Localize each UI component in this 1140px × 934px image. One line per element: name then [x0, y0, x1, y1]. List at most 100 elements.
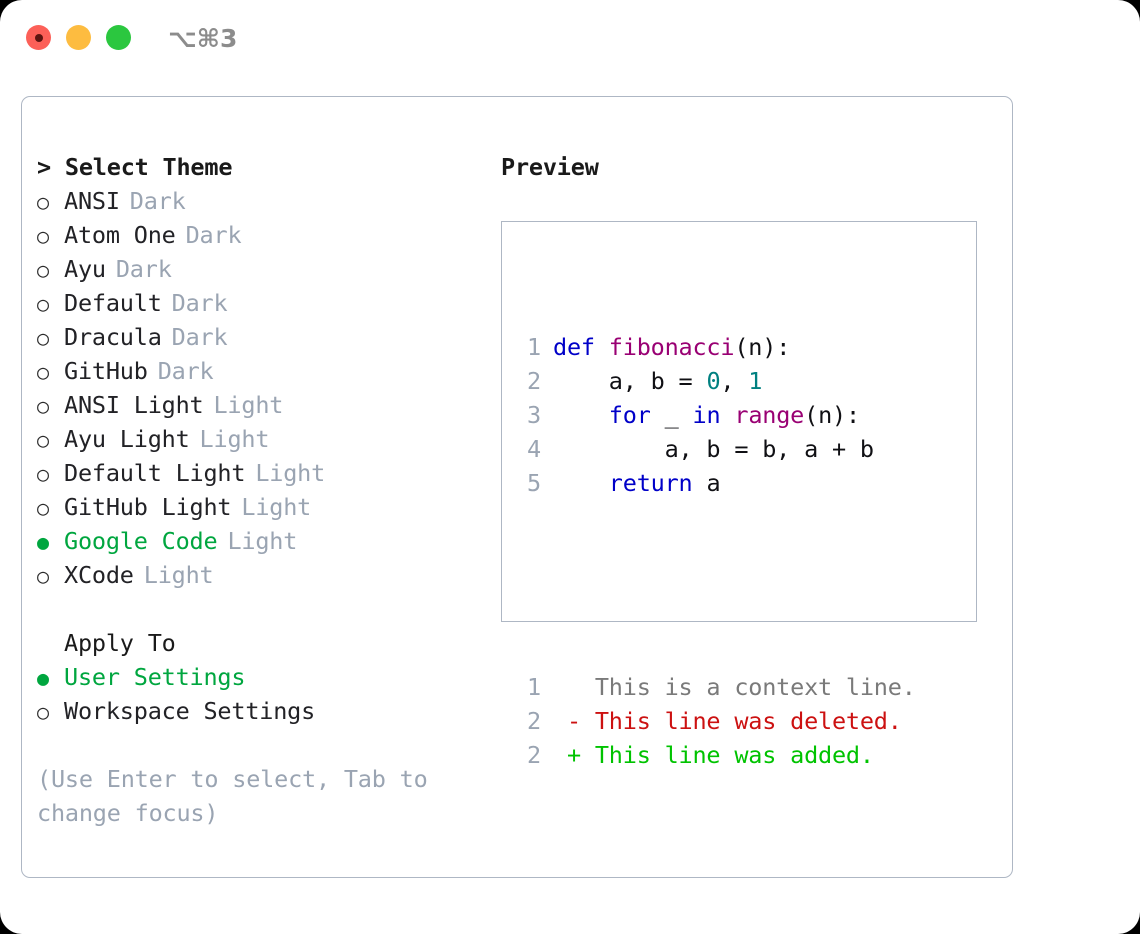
- theme-option-default-light[interactable]: ○ Default Light Light: [37, 456, 487, 490]
- line-number: 2: [527, 707, 541, 735]
- code-token: [720, 401, 734, 429]
- code-token: fibonacci: [608, 333, 735, 361]
- apply-to-option-user-settings[interactable]: ● User Settings: [37, 660, 487, 694]
- section-spacer: [37, 592, 487, 626]
- code-token: return: [608, 469, 693, 497]
- code-token: in: [692, 401, 721, 429]
- theme-option-label: XCode: [64, 561, 134, 589]
- theme-option-label: Ayu: [64, 255, 106, 283]
- radio-unselected-icon: ○: [37, 360, 49, 384]
- code-token: a, b = b, a + b: [553, 435, 874, 463]
- theme-option-atom-one[interactable]: ○ Atom One Dark: [37, 218, 487, 252]
- line-number: 5: [527, 469, 541, 497]
- theme-option-tag: Dark: [115, 255, 172, 283]
- theme-option-label: Default Light: [64, 459, 246, 487]
- apply-to-option-label: User Settings: [64, 663, 246, 691]
- radio-unselected-icon: ○: [37, 700, 49, 724]
- theme-option-tag: Light: [213, 391, 284, 419]
- theme-option-label: Ayu Light: [64, 425, 190, 453]
- theme-option-tag: Light: [199, 425, 270, 453]
- theme-option-label: Dracula: [64, 323, 162, 351]
- code-blank-line: [513, 568, 916, 602]
- code-line: 2 a, b = 0, 1: [513, 364, 916, 398]
- theme-option-tag: Light: [227, 527, 298, 555]
- keyboard-shortcut-label: ⌥⌘3: [168, 24, 238, 53]
- code-line: 3 for _ in range(n):: [513, 398, 916, 432]
- theme-option-tag: Dark: [171, 289, 228, 317]
- title-bar: ⌥⌘3: [0, 0, 1140, 78]
- theme-option-ayu-light[interactable]: ○ Ayu Light Light: [37, 422, 487, 456]
- radio-unselected-icon: ○: [37, 428, 49, 452]
- theme-option-label: Atom One: [64, 221, 176, 249]
- theme-option-ansi-light[interactable]: ○ ANSI Light Light: [37, 388, 487, 422]
- line-number: 2: [527, 741, 541, 769]
- radio-unselected-icon: ○: [37, 564, 49, 588]
- radio-unselected-icon: ○: [37, 190, 49, 214]
- theme-option-tag: Dark: [157, 357, 214, 385]
- apply-to-option-label: Workspace Settings: [64, 697, 316, 725]
- theme-option-label: Default: [64, 289, 162, 317]
- theme-option-tag: Light: [143, 561, 214, 589]
- theme-option-label: ANSI: [64, 187, 120, 215]
- diff-line-ctx: 1 This is a context line.: [513, 670, 916, 704]
- theme-option-tag: Light: [255, 459, 326, 487]
- diff-line-del: 2 - This line was deleted.: [513, 704, 916, 738]
- code-token: (n):: [734, 333, 791, 361]
- line-number: 1: [527, 333, 541, 361]
- theme-option-label: GitHub Light: [64, 493, 232, 521]
- line-number: 3: [527, 401, 541, 429]
- code-token: 1: [748, 367, 763, 395]
- preview-title: Preview: [501, 153, 599, 181]
- theme-option-ayu[interactable]: ○ Ayu Dark: [37, 252, 487, 286]
- line-number: 1: [527, 673, 541, 701]
- radio-unselected-icon: ○: [37, 496, 49, 520]
- diff-line-text: + This line was added.: [553, 741, 874, 769]
- code-token: a: [692, 469, 721, 497]
- zoom-button[interactable]: [106, 25, 131, 50]
- theme-option-github[interactable]: ○ GitHub Dark: [37, 354, 487, 388]
- radio-unselected-icon: ○: [37, 462, 49, 486]
- radio-unselected-icon: ○: [37, 326, 49, 350]
- radio-selected-icon: ●: [37, 666, 49, 690]
- theme-list-header: > Select Theme: [37, 153, 233, 181]
- theme-option-ansi[interactable]: ○ ANSI Dark: [37, 184, 487, 218]
- theme-option-tag: Dark: [185, 221, 242, 249]
- radio-selected-icon: ●: [37, 530, 49, 554]
- diff-line-add: 2 + This line was added.: [513, 738, 916, 772]
- theme-option-default[interactable]: ○ Default Dark: [37, 286, 487, 320]
- close-button[interactable]: [26, 25, 51, 50]
- code-token: a, b =: [553, 367, 707, 395]
- help-text: (Use Enter to select, Tab to change focu…: [37, 765, 428, 827]
- theme-option-label: GitHub: [64, 357, 148, 385]
- radio-unselected-icon: ○: [37, 224, 49, 248]
- theme-option-xcode[interactable]: ○ XCode Light: [37, 558, 487, 592]
- radio-unselected-icon: ○: [37, 292, 49, 316]
- apply-to-option-workspace-settings[interactable]: ○ Workspace Settings: [37, 694, 487, 728]
- code-token: [553, 469, 609, 497]
- diff-lines: 1 This is a context line.2 - This line w…: [513, 670, 916, 772]
- code-token: 0: [706, 367, 721, 395]
- code-line: 5 return a: [513, 466, 916, 500]
- line-number: 2: [527, 367, 541, 395]
- radio-unselected-icon: ○: [37, 258, 49, 282]
- radio-unselected-icon: ○: [37, 394, 49, 418]
- diff-line-text: - This line was deleted.: [553, 707, 902, 735]
- code-token: ,: [720, 367, 749, 395]
- code-line: 4 a, b = b, a + b: [513, 432, 916, 466]
- theme-option-tag: Dark: [129, 187, 186, 215]
- theme-option-label: ANSI Light: [64, 391, 204, 419]
- code-token: for: [608, 401, 651, 429]
- minimize-button[interactable]: [66, 25, 91, 50]
- apply-to-list[interactable]: ● User Settings ○ Workspace Settings: [37, 660, 487, 728]
- code-token: (n):: [804, 401, 860, 429]
